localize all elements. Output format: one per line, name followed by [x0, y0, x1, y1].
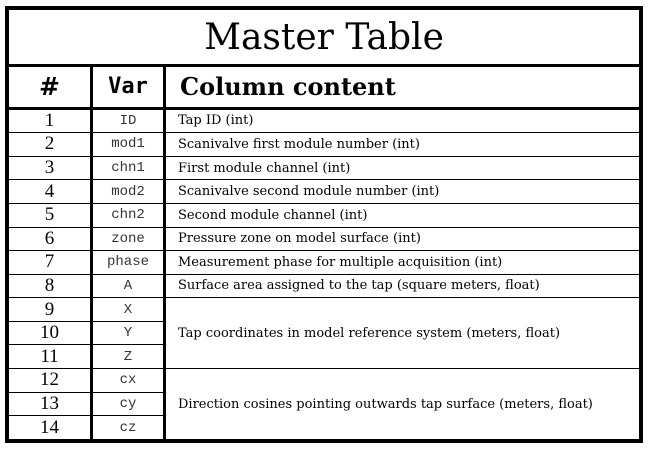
row-variable: chn2 [91, 202, 166, 228]
table-title: Master Table [8, 8, 640, 68]
table-row: 5 chn2 Second module channel (int) [8, 202, 640, 228]
table-row: 13 cy [8, 391, 640, 417]
row-variable: A [91, 273, 166, 299]
table-row: 3 chn1 First module channel (int) [8, 155, 640, 181]
row-number: 8 [8, 273, 93, 299]
row-content-merged: Direction cosines pointing outwards tap … [164, 368, 640, 440]
row-number: 9 [8, 297, 93, 322]
row-number: 4 [8, 179, 93, 204]
row-number: 2 [8, 132, 93, 157]
table-row: 8 A Surface area assigned to the tap (sq… [8, 273, 640, 299]
table-row: 11 Z [8, 344, 640, 370]
table-row: 6 zone Pressure zone on model surface (i… [8, 226, 640, 252]
header-column-content: Column content [164, 65, 640, 110]
row-content: Second module channel (int) [164, 202, 640, 228]
row-number: 12 [8, 368, 93, 393]
table-row: 4 mod2 Scanivalve second module number (… [8, 179, 640, 204]
master-table: Master Table # Var Column content 1 ID T… [5, 6, 643, 443]
row-content-merged: Tap coordinates in model reference syste… [164, 297, 640, 370]
row-content: Tap ID (int) [164, 107, 640, 134]
header-number: # [8, 65, 93, 110]
row-number: 11 [8, 344, 93, 370]
table-row: 12 cx Direction cosines pointing outward… [8, 368, 640, 440]
row-variable: cx [91, 368, 166, 393]
row-variable: mod1 [91, 132, 166, 157]
row-variable: phase [91, 250, 166, 275]
table-row: 10 Y [8, 320, 640, 346]
row-number: 6 [8, 226, 93, 252]
row-variable: ID [91, 107, 166, 134]
table-row: 14 cz [8, 415, 640, 440]
row-content: Pressure zone on model surface (int) [164, 226, 640, 252]
table-row: 9 X Tap coordinates in model reference s… [8, 297, 640, 370]
row-number: 10 [8, 320, 93, 346]
row-number: 1 [8, 107, 93, 134]
table-row: 7 phase Measurement phase for multiple a… [8, 250, 640, 275]
row-variable: cz [91, 415, 166, 440]
row-content: Measurement phase for multiple acquisiti… [164, 250, 640, 275]
table-row: 2 mod1 Scanivalve first module number (i… [8, 132, 640, 157]
row-content: Scanivalve first module number (int) [164, 132, 640, 157]
row-variable: Y [91, 320, 166, 346]
row-variable: Z [91, 344, 166, 370]
row-number: 13 [8, 391, 93, 417]
row-number: 5 [8, 202, 93, 228]
row-number: 3 [8, 155, 93, 181]
header-variable: Var [91, 65, 166, 110]
row-variable: X [91, 297, 166, 322]
row-content: Scanivalve second module number (int) [164, 179, 640, 204]
row-variable: cy [91, 391, 166, 417]
row-number: 14 [8, 415, 93, 440]
table-row: 1 ID Tap ID (int) [8, 107, 640, 134]
row-variable: chn1 [91, 155, 166, 181]
row-variable: mod2 [91, 179, 166, 204]
row-content: Surface area assigned to the tap (square… [164, 273, 640, 299]
row-number: 7 [8, 250, 93, 275]
row-variable: zone [91, 226, 166, 252]
row-content: First module channel (int) [164, 155, 640, 181]
